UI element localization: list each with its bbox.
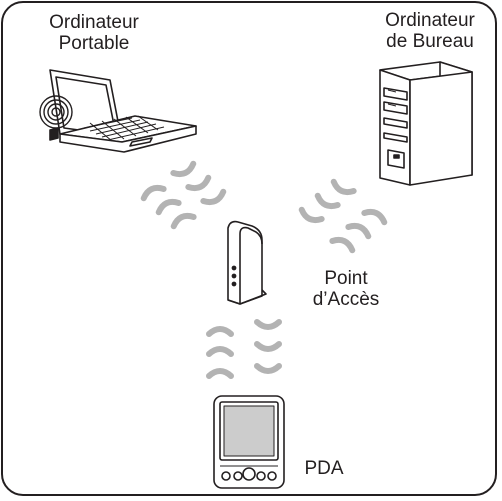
desktop-label-line2: de Bureau	[386, 31, 474, 52]
pda-label: PDA	[300, 458, 348, 479]
signal-waves-pda	[209, 322, 279, 376]
access-point-label-line1: Point	[324, 268, 368, 289]
laptop-icon	[49, 69, 197, 153]
access-point-icon	[227, 220, 267, 305]
desktop-tower-icon	[379, 61, 473, 186]
desktop-label-line1: Ordinateur	[385, 10, 475, 31]
access-point-label: Point d’Accès	[286, 268, 406, 310]
signal-waves-laptop	[142, 164, 226, 227]
pda-icon	[213, 395, 285, 489]
laptop-signal-icon	[39, 95, 73, 129]
pda-label-text: PDA	[304, 458, 344, 479]
laptop-label: Ordinateur Portable	[38, 12, 150, 54]
desktop-label: Ordinateur de Bureau	[370, 10, 490, 52]
access-point-label-line2: d’Accès	[312, 289, 380, 310]
signal-waves-desktop	[300, 182, 387, 251]
laptop-label-line2: Portable	[58, 33, 130, 54]
laptop-label-line1: Ordinateur	[49, 12, 139, 33]
